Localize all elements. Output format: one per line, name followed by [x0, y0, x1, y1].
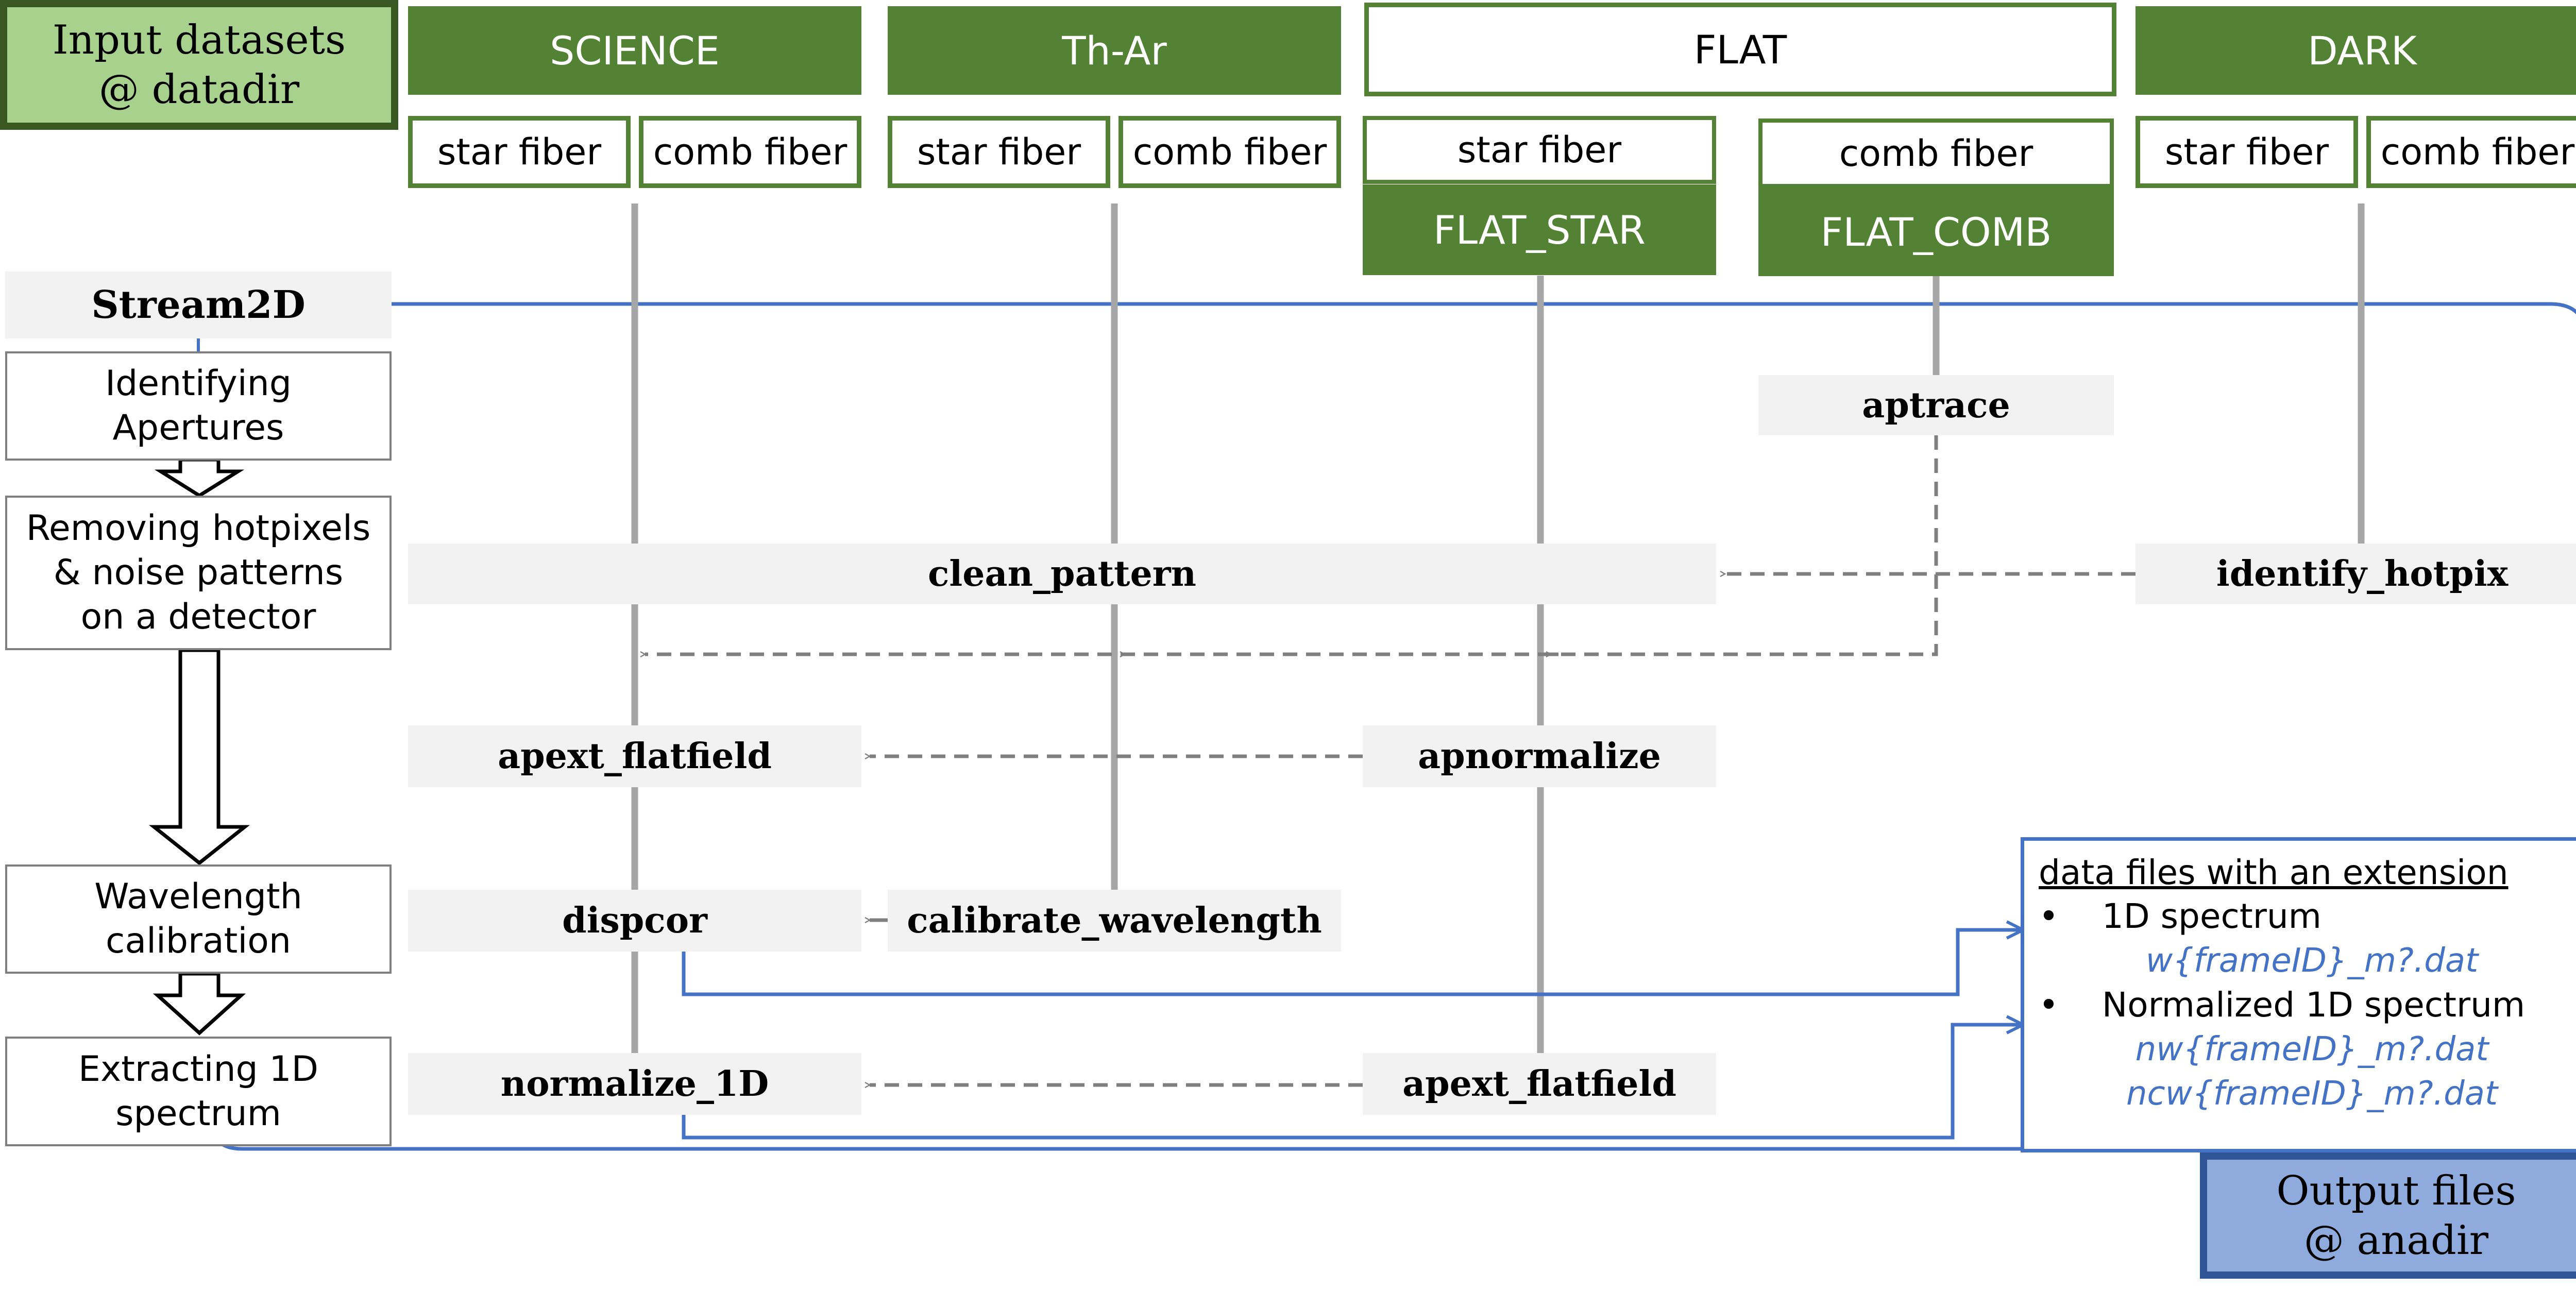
step-3-line-2: calibration	[106, 921, 291, 961]
task-apext-flatfield-science: apext_flatfield	[408, 725, 861, 787]
task-apnormalize: apnormalize	[1363, 725, 1716, 787]
step-extracting-1d-spectrum: Extracting 1D spectrum	[5, 1037, 392, 1146]
task-normalize-1d: normalize_1D	[408, 1053, 861, 1115]
task-dispcor: dispcor	[408, 890, 861, 952]
step-arrow-2	[148, 648, 250, 866]
input-datadir-label: @ datadir	[98, 66, 300, 113]
step-4-line-2: spectrum	[115, 1093, 281, 1134]
output-file-ncw: ncw{frameID}_m?.dat	[2126, 1075, 2498, 1113]
aptrace-dashed-flow	[645, 435, 1938, 654]
step-arrow-3	[152, 972, 246, 1036]
normalize-output-connector	[682, 1023, 2021, 1140]
science-star-fiber: star fiber	[408, 116, 631, 188]
step-1-line-1: Identifying	[105, 363, 292, 404]
task-apext-flatfield-flat: apext_flatfield	[1363, 1053, 1716, 1115]
dark-header: DARK	[2136, 6, 2576, 95]
input-datasets-box: Input datasets @ datadir	[0, 0, 398, 130]
flat-comb-fiber: comb fiber	[1758, 118, 2114, 188]
output-bullet-normalized: • Normalized 1D spectrum	[2039, 985, 2526, 1025]
output-files-label: Output files	[2276, 1167, 2516, 1214]
output-files-list: data files with an extension • 1D spectr…	[2021, 837, 2576, 1152]
step-2-line-2: & noise patterns	[53, 552, 344, 593]
dark-star-fiber: star fiber	[2136, 116, 2358, 188]
output-bullet-1d-spectrum: • 1D spectrum	[2039, 896, 2321, 936]
output-anadir-label: @ anadir	[2303, 1217, 2489, 1264]
step-2-line-1: Removing hotpixels	[26, 508, 371, 549]
output-bullet-1-label: 1D spectrum	[2102, 896, 2321, 936]
dark-comb-fiber: comb fiber	[2366, 116, 2576, 188]
input-datasets-label: Input datasets	[52, 17, 346, 63]
task-clean-pattern: clean_pattern	[408, 544, 1716, 604]
step-2-line-3: on a detector	[80, 597, 316, 637]
thar-comb-fiber: comb fiber	[1118, 116, 1341, 188]
flat-star-fiber: star fiber	[1363, 116, 1716, 184]
step-arrow-1	[154, 457, 245, 498]
output-file-w: w{frameID}_m?.dat	[2145, 942, 2479, 980]
science-comb-fiber: comb fiber	[639, 116, 861, 188]
stream2d-label: Stream2D	[5, 272, 392, 338]
thar-star-fiber: star fiber	[888, 116, 1110, 188]
output-files-box: Output files @ anadir	[2200, 1152, 2576, 1279]
step-1-line-2: Apertures	[112, 408, 284, 448]
flat-header: FLAT	[1364, 3, 2116, 96]
science-header: SCIENCE	[408, 6, 861, 95]
task-calibrate-wavelength: calibrate_wavelength	[888, 890, 1341, 952]
thar-header: Th-Ar	[888, 6, 1341, 95]
step-4-line-1: Extracting 1D	[78, 1048, 318, 1090]
flat-star-product: FLAT_STAR	[1363, 184, 1716, 275]
output-bullet-2-label: Normalized 1D spectrum	[2102, 985, 2526, 1025]
step-3-line-1: Wavelength	[94, 876, 302, 917]
flat-comb-product: FLAT_COMB	[1758, 188, 2114, 276]
step-wavelength-calibration: Wavelength calibration	[5, 864, 392, 974]
output-file-nw: nw{frameID}_m?.dat	[2135, 1030, 2489, 1068]
dispcor-output-connector	[682, 928, 2021, 996]
task-identify-hotpix: identify_hotpix	[2136, 544, 2576, 604]
task-aptrace: aptrace	[1758, 375, 2114, 435]
step-removing-hotpixels: Removing hotpixels & noise patterns on a…	[5, 496, 392, 650]
step-identifying-apertures: Identifying Apertures	[5, 351, 392, 461]
output-list-title: data files with an extension	[2039, 853, 2509, 892]
